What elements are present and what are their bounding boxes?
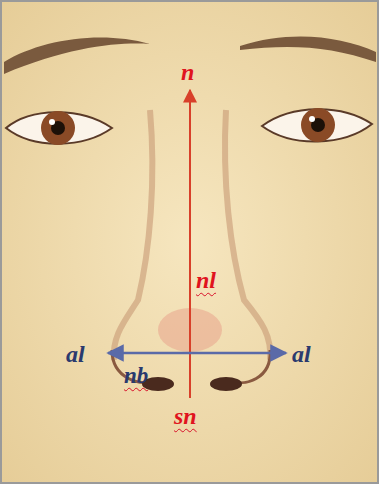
landmark-label: sn xyxy=(174,404,197,428)
landmark-label: n xyxy=(181,60,194,84)
measure-label: nl xyxy=(196,268,216,292)
landmark-label: al xyxy=(66,342,85,366)
landmark-label: al xyxy=(292,342,311,366)
measure-label: nb xyxy=(124,364,148,387)
